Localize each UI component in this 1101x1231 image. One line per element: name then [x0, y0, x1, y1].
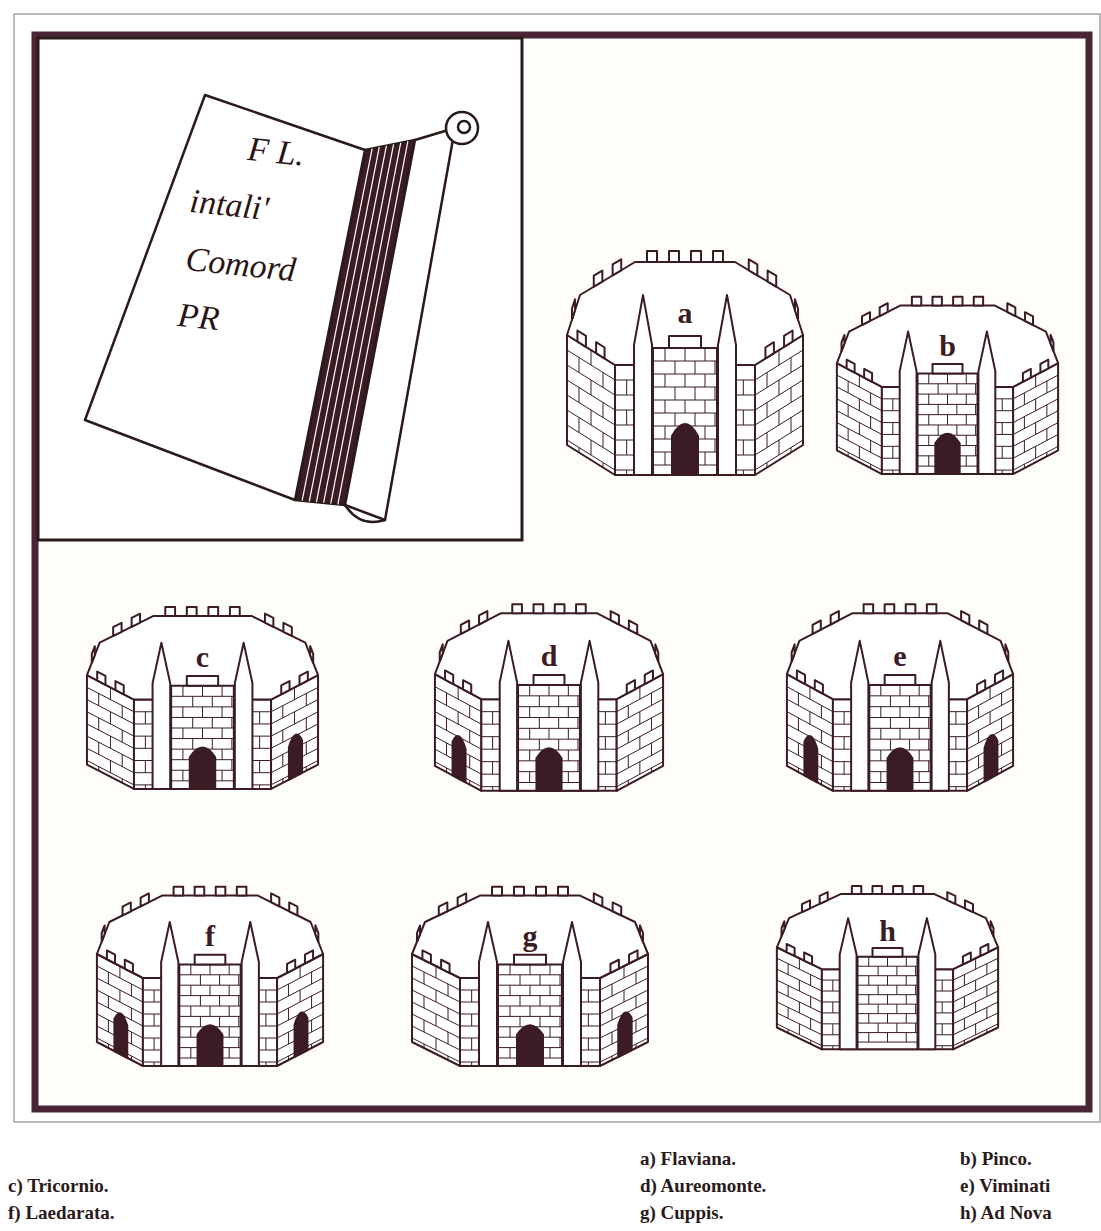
- book-inscription: F L.: [246, 130, 306, 173]
- tower-letter: a: [565, 296, 805, 329]
- tower-drawing: [835, 288, 1060, 478]
- castle-tower: e: [785, 595, 1015, 795]
- tower-drawing: [410, 878, 650, 1070]
- book-inscription: intali': [188, 182, 271, 227]
- outer-rule: [14, 14, 1100, 1122]
- castle-tower: b: [835, 288, 1060, 478]
- tower-drawing: [775, 878, 1000, 1053]
- tower-drawing: [785, 595, 1015, 795]
- tower-drawing: [95, 878, 325, 1070]
- book-inscription: Comord: [184, 240, 298, 289]
- castle-tower: f: [95, 878, 325, 1070]
- tower-letter: g: [410, 919, 650, 952]
- tower-letter: h: [775, 914, 1000, 947]
- caption-entry: c) Tricornio.: [8, 1176, 109, 1197]
- tower-drawing: [433, 595, 665, 795]
- castle-tower: d: [433, 595, 665, 795]
- caption-entry: e) Viminati: [960, 1176, 1050, 1197]
- caption-entry: g) Cuppis.: [640, 1203, 723, 1224]
- tower-letter: d: [433, 639, 665, 672]
- caption-entry: a) Flaviana.: [640, 1149, 736, 1170]
- castle-tower: h: [775, 878, 1000, 1053]
- caption-entry: f) Laedarata.: [8, 1203, 115, 1224]
- castle-tower: c: [85, 598, 320, 793]
- book-drawing: [85, 95, 478, 522]
- castle-tower: a: [565, 240, 805, 480]
- caption-entry: b) Pinco.: [960, 1149, 1032, 1170]
- inset-frame: [38, 38, 522, 540]
- tower-drawing: [85, 598, 320, 793]
- tower-letter: f: [95, 919, 325, 952]
- caption-entry: h) Ad Nova: [960, 1203, 1052, 1224]
- caption-entry: d) Aureomonte.: [640, 1176, 766, 1197]
- book-inscription: PR: [176, 296, 221, 338]
- tower-letter: e: [785, 639, 1015, 672]
- tower-drawing: [565, 240, 805, 480]
- frame: [35, 35, 1089, 1109]
- tower-letter: c: [85, 640, 320, 673]
- castle-tower: g: [410, 878, 650, 1070]
- tower-letter: b: [835, 329, 1060, 362]
